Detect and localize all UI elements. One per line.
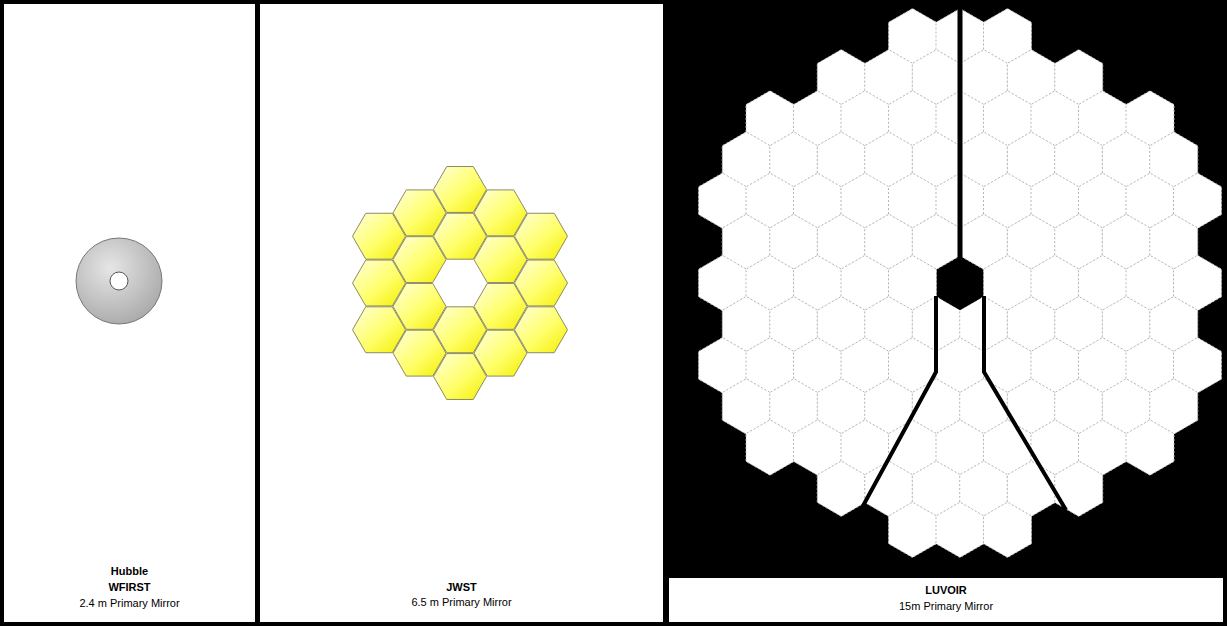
luvoir-segment xyxy=(983,502,1031,557)
luvoir-segment xyxy=(1055,461,1103,516)
secondary-support-strut xyxy=(958,0,963,263)
hubble-mirror xyxy=(76,238,162,324)
jwst-segment xyxy=(515,260,568,306)
mirror-size: 2.4 m Primary Mirror xyxy=(79,595,179,611)
hubble-mirror-hole xyxy=(110,272,128,290)
telescope-name: Hubble xyxy=(111,563,148,579)
luvoir-central-hole xyxy=(940,264,980,310)
hubble-panel: HubbleWFIRST2.4 m Primary Mirror xyxy=(4,4,255,622)
luvoir-segment xyxy=(746,420,794,475)
jwst-panel: JWST6.5 m Primary Mirror xyxy=(260,4,663,622)
luvoir-panel: LUVOIR15m Primary Mirror xyxy=(665,0,1227,626)
mirror-size: 15m Primary Mirror xyxy=(899,598,993,614)
luvoir-mirror xyxy=(698,0,1221,558)
telescope-name: WFIRST xyxy=(108,579,150,595)
jwst-mirror xyxy=(353,167,568,400)
mirror-size: 6.5 m Primary Mirror xyxy=(411,595,511,610)
luvoir-caption-strip xyxy=(669,578,1223,622)
luvoir-segment xyxy=(936,502,984,557)
support-strut xyxy=(984,296,1066,510)
hubble-panel-ground xyxy=(4,4,255,622)
luvoir-segment xyxy=(1126,420,1174,475)
telescope-name: JWST xyxy=(446,580,477,595)
telescope-name: LUVOIR xyxy=(925,582,967,598)
luvoir-segment xyxy=(817,461,865,516)
jwst-segment xyxy=(515,307,568,353)
luvoir-segment xyxy=(888,502,936,557)
jwst-panel-ground xyxy=(260,4,663,622)
support-strut xyxy=(858,296,936,515)
jwst-segment xyxy=(515,213,568,259)
